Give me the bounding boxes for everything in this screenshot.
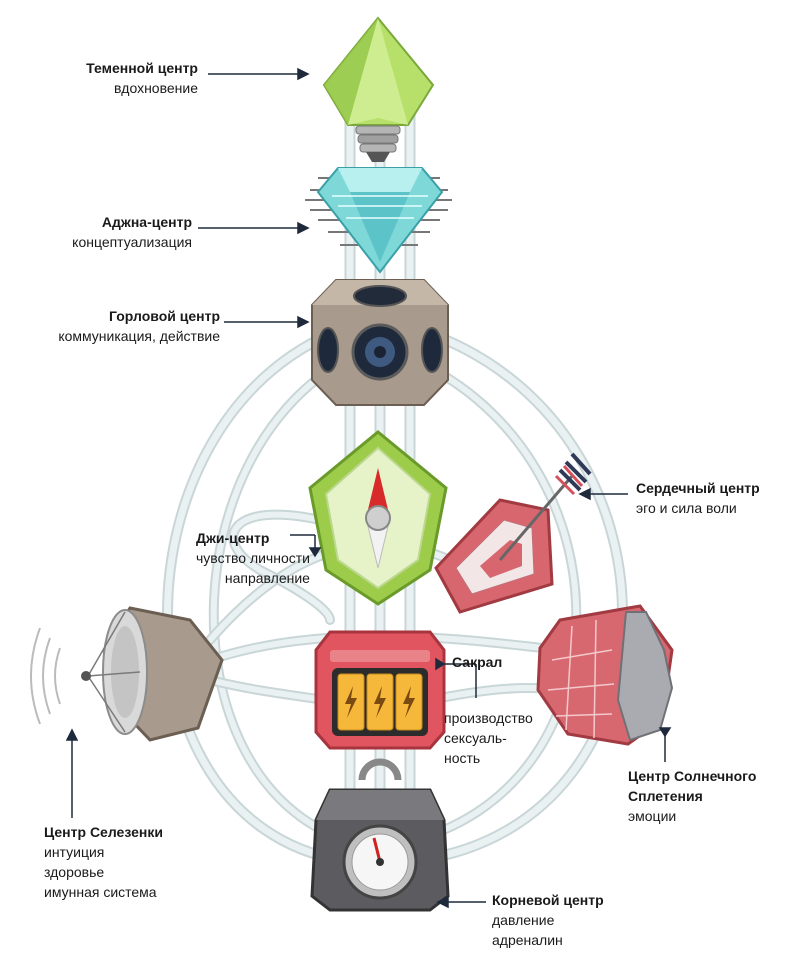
label-throat: Горловой центр коммуникация, действие bbox=[30, 306, 220, 346]
channel-inner-left bbox=[208, 355, 350, 845]
label-root: Корневой центр давление адреналин bbox=[492, 890, 604, 950]
label-solar: Центр Солнечного Сплетения эмоции bbox=[628, 766, 756, 826]
lightbulb-crystal-icon bbox=[322, 16, 435, 162]
channel-inner-left bbox=[210, 357, 348, 843]
weight-gauge-icon bbox=[310, 758, 450, 912]
center-title: Джи-центр bbox=[196, 530, 270, 546]
channel-inner-right bbox=[412, 357, 580, 843]
center-desc: чувство личности bbox=[196, 550, 310, 566]
center-desc: эмоции bbox=[628, 808, 677, 824]
mask-icon bbox=[536, 604, 674, 746]
label-heart: Сердечный центр эго и сила воли bbox=[636, 478, 760, 518]
center-title: Сакрал bbox=[452, 654, 503, 670]
center-desc: производство bbox=[444, 710, 533, 726]
label-g: Джи-центр чувство личности направление bbox=[196, 528, 310, 588]
label-ajna: Аджна-центр концептуализация bbox=[48, 212, 192, 252]
center-title: Сплетения bbox=[628, 788, 703, 804]
compass-icon bbox=[308, 430, 448, 606]
center-desc: направление bbox=[224, 570, 310, 586]
channel-spleen-sacral bbox=[207, 677, 328, 703]
speaker-cube-icon bbox=[311, 279, 449, 406]
pointers bbox=[65, 67, 672, 909]
label-sacral: Сакрал bbox=[452, 652, 502, 672]
satellite-dish-icon bbox=[30, 606, 224, 742]
center-desc: концептуализация bbox=[72, 234, 192, 250]
center-desc: эго и сила воли bbox=[636, 500, 737, 516]
channel-g-loop bbox=[230, 511, 333, 623]
channel-body-outline bbox=[164, 326, 344, 864]
label-sacral-desc: производство сексуаль- ность bbox=[444, 708, 533, 768]
center-title: Теменной центр bbox=[86, 60, 198, 76]
center-desc: интуиция bbox=[44, 844, 105, 860]
center-desc: сексуаль- bbox=[444, 730, 507, 746]
label-spleen: Центр Селезенки интуиция здоровье имунна… bbox=[44, 822, 163, 902]
center-title: Центр Солнечного bbox=[628, 768, 757, 784]
center-title: Центр Селезенки bbox=[44, 824, 163, 840]
diamond-chip-icon bbox=[305, 167, 452, 274]
arrow-target-icon bbox=[434, 452, 592, 614]
center-title: Горловой центр bbox=[109, 308, 220, 324]
battery-pack-icon bbox=[314, 630, 446, 750]
center-title: Аджна-центр bbox=[101, 214, 192, 230]
center-desc: коммуникация, действие bbox=[58, 328, 220, 344]
center-title: Корневой центр bbox=[492, 892, 604, 908]
center-desc: вдохновение bbox=[114, 80, 198, 96]
center-desc: имунная система bbox=[44, 884, 157, 900]
center-title: Сердечный центр bbox=[636, 480, 760, 496]
label-crown: Теменной центр вдохновение bbox=[60, 58, 198, 98]
center-desc: здоровье bbox=[44, 864, 105, 880]
center-desc: адреналин bbox=[492, 932, 563, 948]
center-desc: давление bbox=[492, 912, 555, 928]
center-desc: ность bbox=[444, 750, 481, 766]
